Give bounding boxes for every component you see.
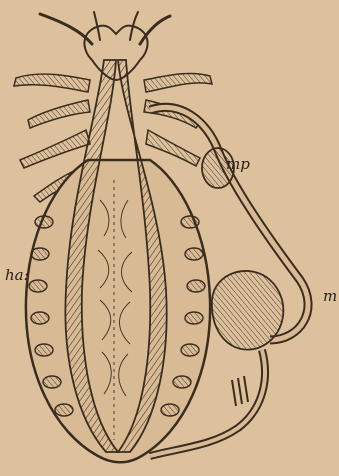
antennae (40, 12, 170, 44)
abdomen-outline (26, 160, 210, 462)
glandular-mass (212, 271, 283, 350)
label-m: m (323, 287, 337, 305)
label-mp: mp (226, 155, 250, 173)
head (84, 26, 147, 80)
label-ha: ha: (5, 266, 29, 284)
duct-striations (232, 376, 248, 406)
right-antenna (140, 16, 170, 44)
